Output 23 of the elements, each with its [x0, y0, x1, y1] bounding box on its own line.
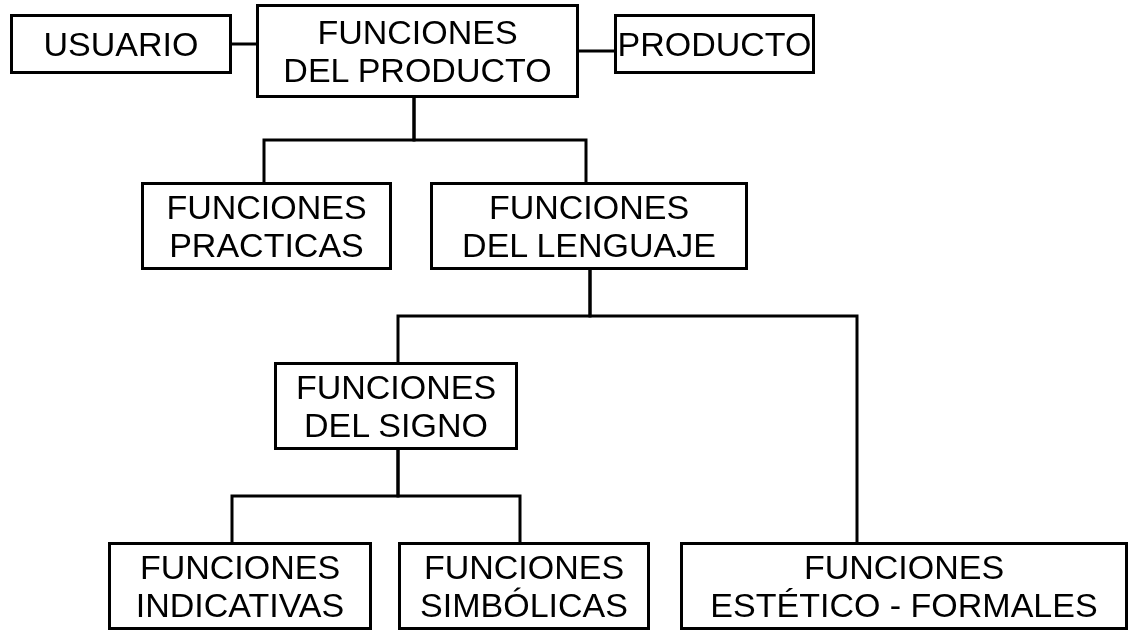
box-label: FUNCIONES DEL PRODUCTO [283, 12, 552, 90]
box-label: FUNCIONES INDICATIVAS [135, 547, 345, 625]
box-label: FUNCIONES ESTÉTICO - FORMALES [710, 547, 1098, 625]
box-label: USUARIO [43, 24, 199, 64]
connector-line [232, 42, 256, 46]
connector-line [396, 450, 522, 542]
box-label: FUNCIONES DEL LENGUAJE [462, 187, 716, 265]
text-box [398, 542, 650, 630]
connector-line [579, 49, 614, 53]
text-box [108, 542, 372, 630]
box-label: PRODUCTO [617, 24, 812, 64]
text-box [256, 4, 579, 98]
connector-line [412, 98, 588, 182]
text-box [141, 182, 392, 270]
text-box [614, 14, 815, 74]
text-box [680, 542, 1128, 630]
box-label: FUNCIONES DEL SIGNO [295, 367, 497, 445]
text-box [274, 362, 518, 450]
connector-line [588, 270, 859, 542]
box-label: FUNCIONES PRACTICAS [166, 187, 367, 265]
text-box [430, 182, 748, 270]
box-label: FUNCIONES SIMBÓLICAS [420, 547, 628, 625]
text-box [10, 14, 232, 74]
